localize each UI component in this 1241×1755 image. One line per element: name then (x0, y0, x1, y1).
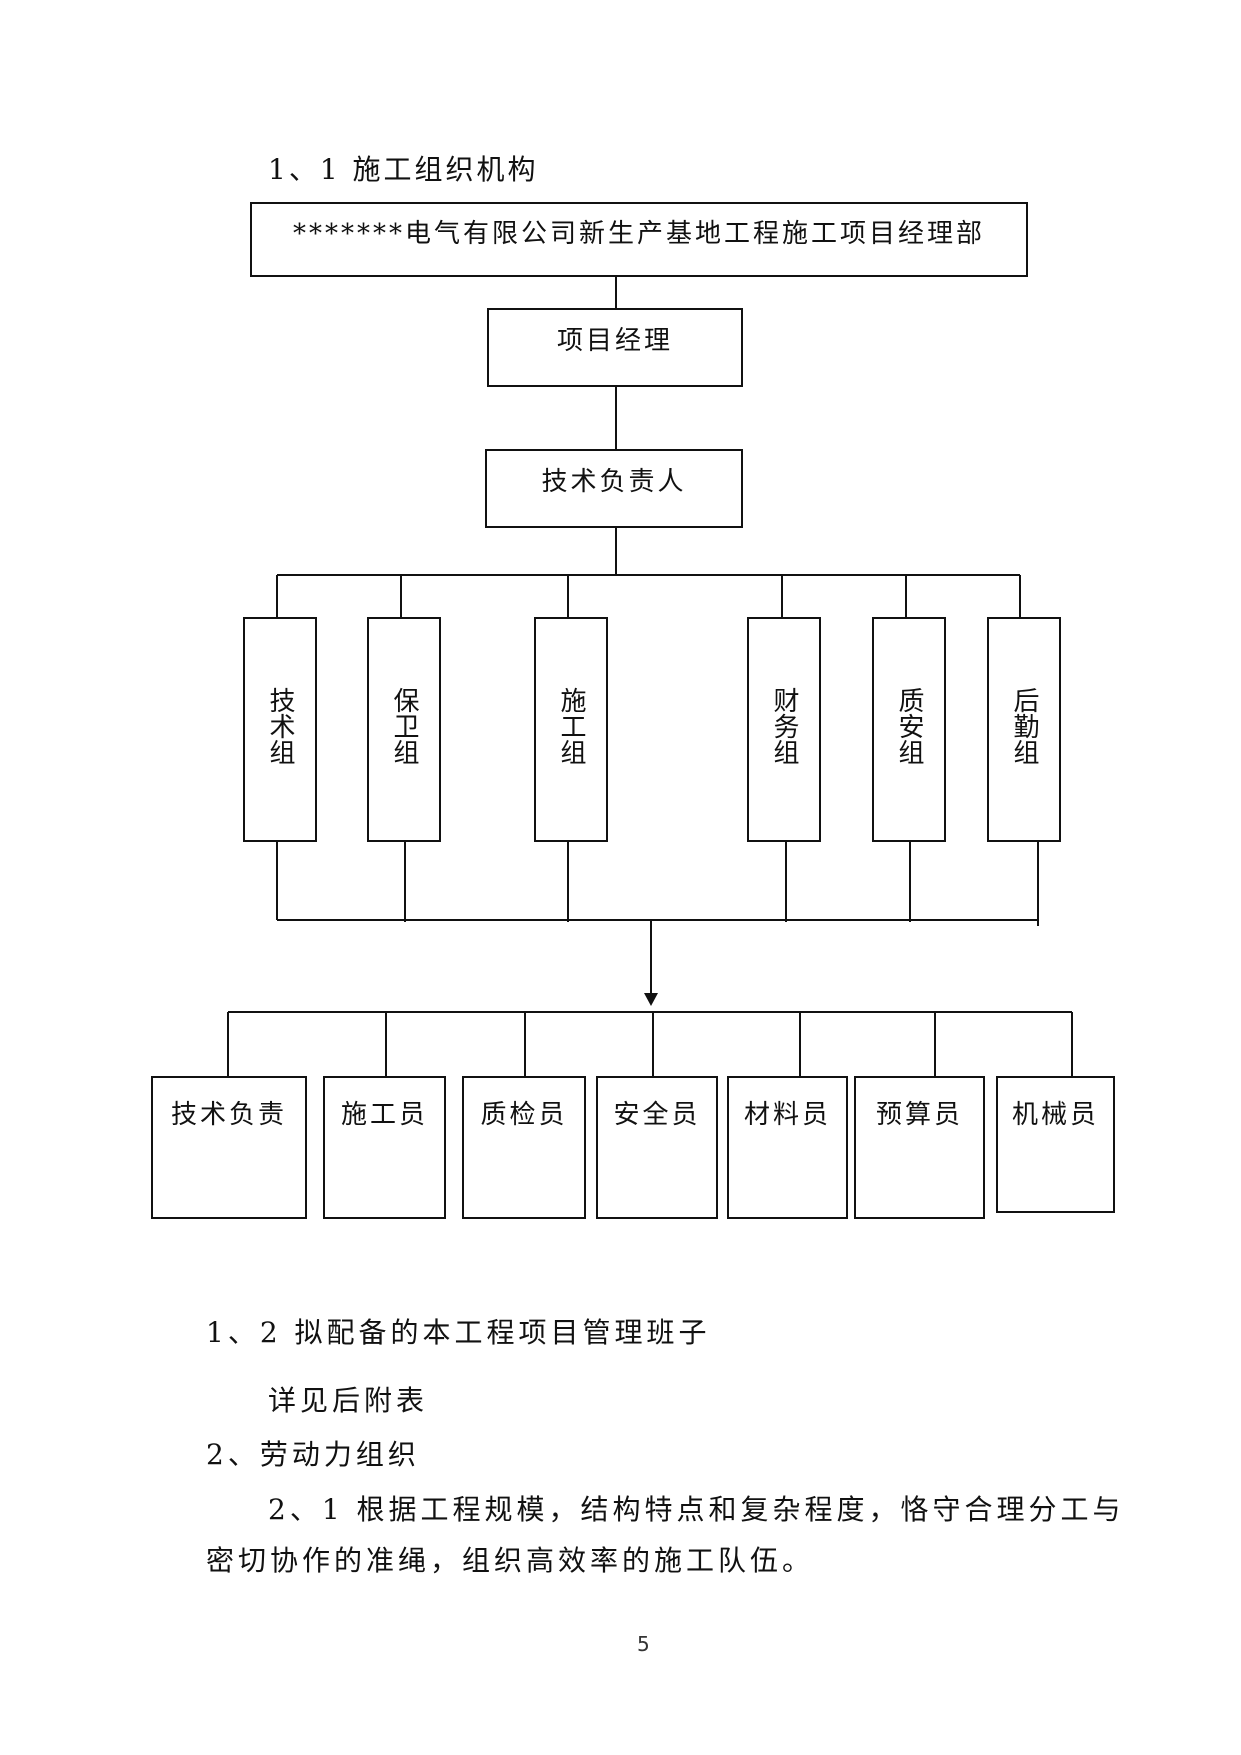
page-number: 5 (637, 1632, 650, 1656)
org-box-label: 项目经理 (556, 326, 673, 356)
org-staff-technical-lead: 技术负责 (151, 1076, 307, 1219)
arrowhead-icon (644, 993, 658, 1006)
org-staff-label: 施工员 (340, 1100, 428, 1130)
org-group-label: 施工组 (556, 687, 586, 765)
org-box-technical-lead: 技术负责人 (485, 449, 743, 528)
org-group-label: 财务组 (769, 687, 799, 765)
org-group-logistics: 后勤组 (987, 617, 1061, 842)
section-heading-2: 2、劳动力组织 (206, 1438, 420, 1471)
section-heading-1-1: 1、1 施工组织机构 (268, 153, 539, 186)
see-attached-note: 详见后附表 (268, 1384, 429, 1417)
org-group-label: 后勤组 (1009, 687, 1039, 765)
org-group-label: 技术组 (265, 687, 295, 765)
org-staff-label: 技术负责 (170, 1100, 287, 1130)
org-box-project-department: *******电气有限公司新生产基地工程施工项目经理部 (250, 202, 1028, 277)
org-staff-safety-officer: 安全员 (596, 1076, 718, 1219)
org-staff-budget-clerk: 预算员 (854, 1076, 985, 1219)
org-staff-label: 材料员 (743, 1100, 831, 1130)
org-staff-constructor: 施工员 (323, 1076, 446, 1219)
org-staff-quality-inspector: 质检员 (462, 1076, 586, 1219)
org-staff-label: 机械员 (1011, 1100, 1099, 1130)
paragraph-2-1-line-1: 2、1 根据工程规模，结构特点和复杂程度，恪守合理分工与 (268, 1493, 1125, 1526)
org-box-label: *******电气有限公司新生产基地工程施工项目经理部 (292, 219, 985, 249)
org-group-technical: 技术组 (243, 617, 317, 842)
org-group-quality-safety: 质安组 (872, 617, 946, 842)
org-group-label: 保卫组 (389, 687, 419, 765)
org-staff-label: 质检员 (480, 1100, 568, 1130)
org-staff-materials-clerk: 材料员 (727, 1076, 848, 1219)
section-heading-1-2: 1、2 拟配备的本工程项目管理班子 (206, 1316, 711, 1349)
org-staff-machinery-operator: 机械员 (996, 1076, 1115, 1213)
org-box-project-manager: 项目经理 (487, 308, 743, 387)
org-group-construction: 施工组 (534, 617, 608, 842)
paragraph-2-1-line-2: 密切协作的准绳，组织高效率的施工队伍。 (206, 1544, 815, 1577)
org-box-label: 技术负责人 (541, 467, 687, 497)
org-staff-label: 预算员 (875, 1100, 963, 1130)
org-group-finance: 财务组 (747, 617, 821, 842)
org-group-label: 质安组 (894, 687, 924, 765)
org-group-security: 保卫组 (367, 617, 441, 842)
org-staff-label: 安全员 (613, 1100, 701, 1130)
